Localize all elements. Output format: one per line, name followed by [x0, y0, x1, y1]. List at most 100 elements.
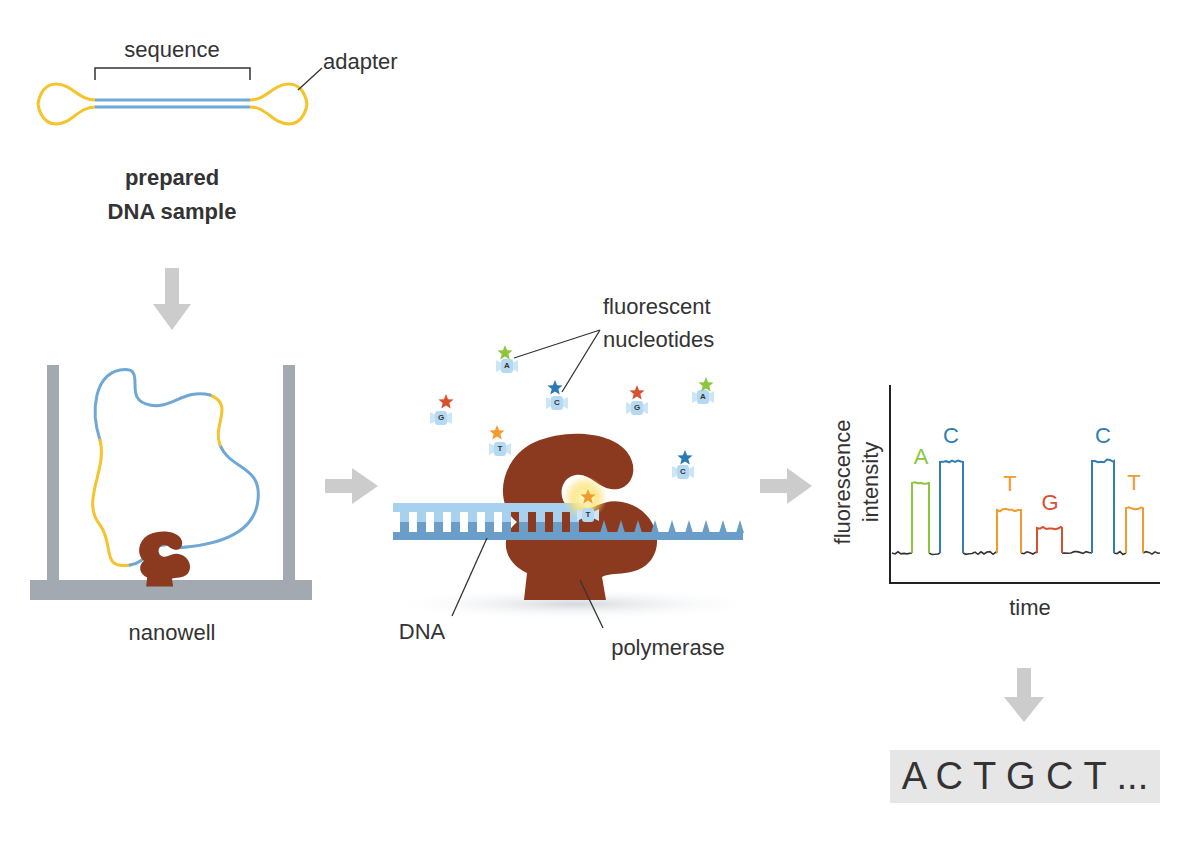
fluorescence-peak [1126, 507, 1143, 553]
nucleotide [577, 489, 599, 522]
illustration-part [698, 377, 713, 391]
unpaired-base [634, 520, 642, 533]
fluorescence-peak [997, 509, 1021, 553]
fluorescence-peak [1092, 460, 1114, 553]
illustration-part [489, 425, 504, 439]
base-pair [502, 511, 511, 522]
base-letter: C [680, 467, 686, 476]
peak-letter: T [1003, 471, 1016, 496]
baseline-noise [1143, 552, 1160, 555]
base-pair [468, 511, 477, 522]
illustration-part [496, 359, 518, 373]
leader-line [452, 538, 487, 616]
nucleotide [496, 345, 518, 373]
baseline-noise [1021, 552, 1037, 554]
baseline-noise [1114, 552, 1126, 555]
base-pair [485, 522, 494, 533]
illustration-part [580, 489, 595, 503]
fluorescence-peak [1037, 527, 1062, 553]
node-text: A C T G C T ... [902, 755, 1148, 798]
base-letter: G [634, 403, 640, 412]
illustration-part [430, 411, 452, 425]
dna-strand [393, 503, 585, 512]
illustration-part [692, 390, 714, 404]
leader-line [514, 330, 600, 392]
base-pair [434, 511, 443, 522]
sequence-bracket [95, 68, 250, 80]
leader-line [298, 68, 322, 90]
base-pair [451, 522, 460, 533]
flow-arrow [760, 468, 812, 504]
part-label: adapter [323, 49, 398, 74]
flow-arrow [325, 468, 378, 504]
nucleotide [430, 394, 454, 425]
base-pair [553, 511, 562, 522]
adapter-strand [210, 395, 222, 445]
well-wall [47, 365, 59, 585]
illustration-part [547, 380, 562, 394]
base-pair [536, 522, 545, 533]
dna-sample [38, 68, 322, 124]
axis-title: time [1009, 595, 1051, 620]
base-pair [400, 522, 409, 533]
base-letter: A [700, 392, 706, 401]
polymerase-shape [503, 434, 657, 600]
illustration-part [546, 396, 568, 410]
unpaired-base [651, 520, 659, 533]
adapter-strand [93, 440, 130, 566]
illustration-part [626, 401, 648, 415]
base-pair [502, 522, 511, 533]
base-pair [417, 511, 426, 522]
leader-line [580, 580, 603, 628]
nucleotide [672, 450, 694, 479]
dna-strand [175, 445, 258, 548]
flow-arrow [1004, 668, 1044, 722]
dna-strand [393, 532, 743, 540]
baseline-noise [963, 552, 997, 555]
stage-heading: prepared DNA sample [102, 161, 242, 229]
unpaired-base [685, 520, 693, 533]
nucleotide [489, 425, 511, 456]
fluorescence-chart [890, 385, 1160, 583]
base-letter: G [438, 413, 444, 422]
nucleotide [692, 377, 714, 404]
unpaired-base [702, 520, 710, 533]
baseline-noise [1062, 552, 1092, 554]
peak-letter: G [1041, 490, 1058, 515]
illustration-part [677, 450, 692, 464]
base-pair [519, 522, 528, 533]
unpaired-base [668, 520, 676, 533]
fluorescence-trace [892, 460, 1160, 555]
part-label: fluorescent nucleotides [603, 290, 753, 356]
polymerase-small [139, 532, 190, 587]
base-pair [553, 522, 562, 533]
fluorescence-peak [912, 482, 929, 553]
baseline-noise [929, 553, 940, 554]
sequence-readout: A C T G C T ... [890, 750, 1160, 803]
base-pair [451, 511, 460, 522]
axis-title: fluorescence intensity [829, 402, 885, 562]
base-letter: C [554, 398, 560, 407]
peak-letter: T [1127, 470, 1140, 495]
illustration-part [438, 394, 453, 408]
nucleotide [546, 380, 568, 410]
illustration-part [489, 442, 511, 456]
unpaired-base [617, 520, 625, 533]
base-pair [434, 522, 443, 533]
chart-axes [890, 385, 1160, 583]
nanowell [30, 365, 312, 600]
part-label: polymerase [611, 635, 725, 660]
base-letter: A [504, 361, 510, 370]
fluorescence-peak [940, 461, 963, 553]
base-pair [485, 511, 494, 522]
base-pair [468, 522, 477, 533]
base-letter: T [498, 444, 503, 453]
part-label: DNA [399, 619, 445, 644]
peak-letter: C [943, 423, 959, 448]
base-pair [519, 511, 528, 522]
base-pair [400, 511, 409, 522]
unpaired-base [736, 520, 744, 533]
dna-strand [95, 370, 210, 440]
